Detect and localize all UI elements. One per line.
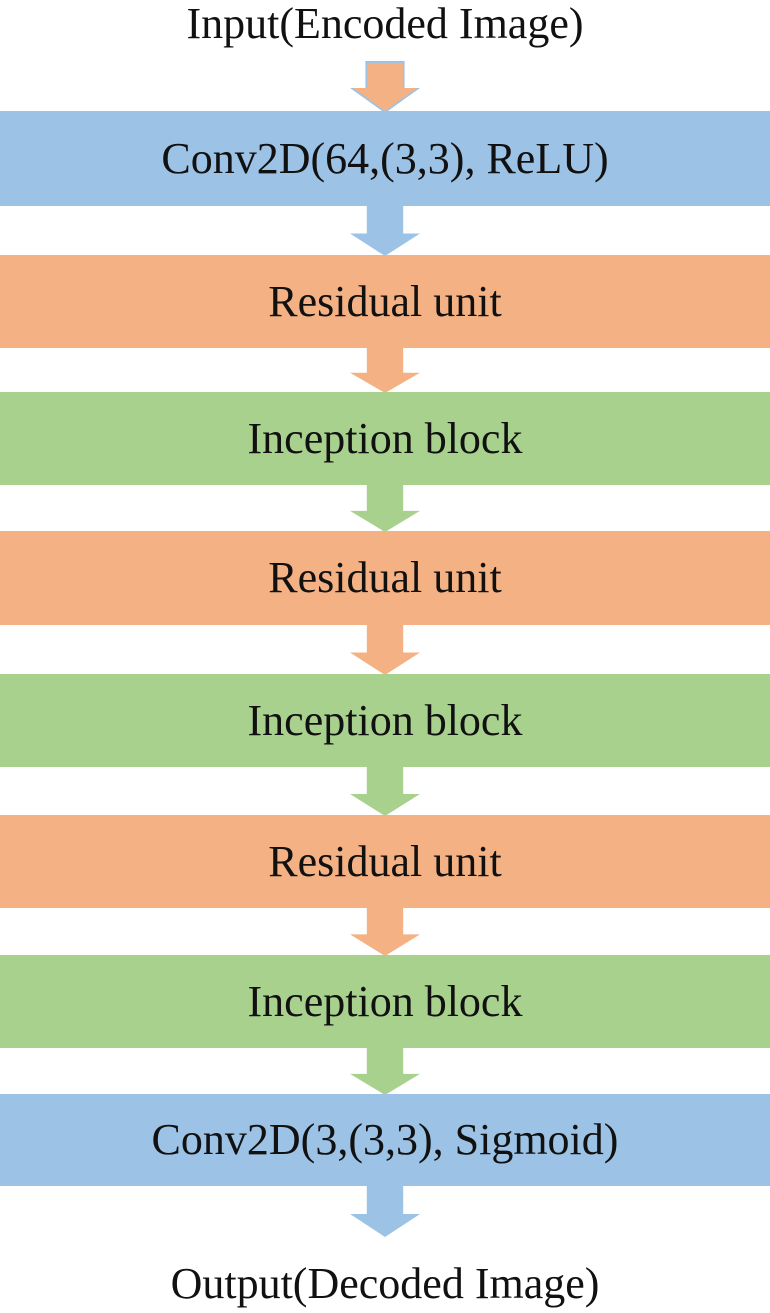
flow-arrow-res_2-to-incep_2 [350,625,420,675]
layer-box-incep_1: Inception block [0,392,770,485]
layer-box-incep_2: Inception block [0,674,770,767]
flow-arrow-conv_out-to-output [350,1186,420,1237]
layer-box-res_1: Residual unit [0,255,770,348]
layer-box-label: Conv2D(64,(3,3), ReLU) [161,133,609,183]
flow-arrow-incep_3-to-conv_out [350,1048,420,1095]
layer-box-label: Inception block [247,976,523,1026]
flow-arrow-fill [353,63,417,111]
output-label: Output(Decoded Image) [170,1259,600,1308]
flow-arrow-conv_in-to-res_1 [350,206,420,256]
flow-arrow-res_1-to-incep_1 [350,348,420,393]
flow-arrow-incep_1-to-res_2 [350,485,420,532]
layer-box-incep_3: Inception block [0,955,770,1048]
layer-box-label: Inception block [247,695,523,745]
input-label: Input(Encoded Image) [186,0,584,48]
layer-box-conv_out: Conv2D(3,(3,3), Sigmoid) [0,1094,770,1186]
flow-arrow-incep_2-to-res_3 [350,767,420,816]
layer-box-label: Conv2D(3,(3,3), Sigmoid) [151,1115,619,1164]
layer-box-conv_in: Conv2D(64,(3,3), ReLU) [0,111,770,206]
layer-box-label: Residual unit [268,553,502,602]
layer-box-res_3: Residual unit [0,815,770,908]
layer-box-label: Inception block [247,413,523,463]
layer-box-res_2: Residual unit [0,531,770,625]
flow-arrow-input-to-conv_in [350,61,420,113]
flow-arrow-res_3-to-incep_3 [350,908,420,956]
layer-box-label: Residual unit [268,836,502,886]
layer-box-label: Residual unit [268,276,502,326]
